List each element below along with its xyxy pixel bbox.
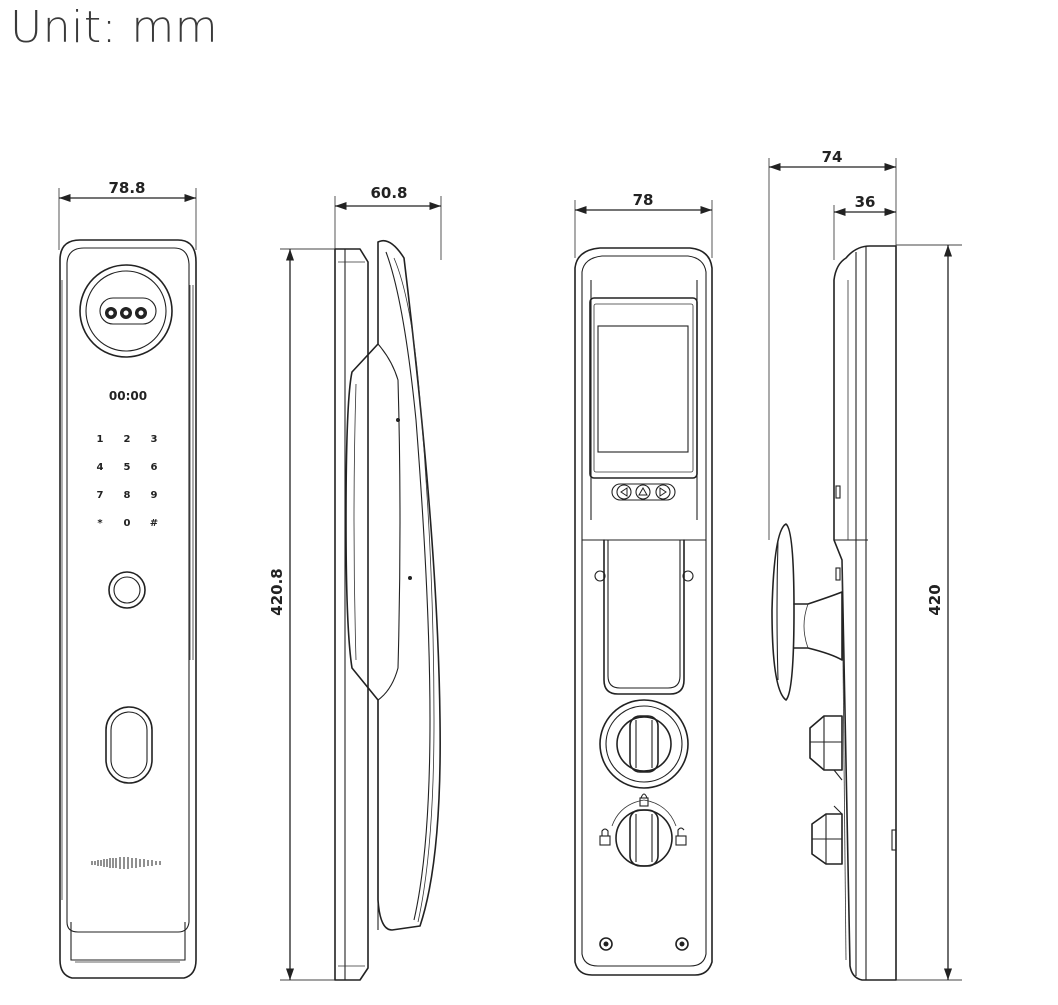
hex-nut-lower [811,813,843,865]
camera-lens-icon [79,264,173,358]
nav-buttons [611,483,676,501]
right-height-label: 420 [926,584,944,615]
keypad-key: 5 [124,462,131,473]
keypad-key: 4 [97,462,104,473]
side-depth-label: 60.8 [370,184,407,202]
time-display: 00:00 [109,389,147,403]
thumbturn-knob-icon [599,699,689,789]
padlock-closed-icon [599,828,611,846]
keypad-key: 0 [124,518,131,529]
keypad: 1 2 3 4 5 6 7 8 9 * 0 # [97,434,159,529]
right-arrow-button-icon [655,484,671,500]
unit-title: Unit: mm [10,2,219,53]
back-width-label: 78 [633,191,654,209]
keypad-key: 6 [151,462,158,473]
keypad-key: * [97,518,103,529]
total-depth-label: 74 [822,148,843,166]
front-width-label: 78.8 [108,179,145,197]
keypad-key: 9 [151,490,158,501]
keypad-key: 7 [97,490,104,501]
body-depth-label: 36 [855,193,876,211]
back-view: 78 [574,191,713,976]
hex-nut-upper [809,715,843,771]
brand-mark [91,857,161,869]
left-arrow-button-icon [616,484,632,500]
keypad-key: 3 [151,434,158,445]
lower-knob [599,793,687,867]
side-height-label: 420.8 [268,568,286,615]
keypad-key: 1 [97,434,104,445]
front-view: 78.8 00:00 1 2 3 4 5 6 7 8 9 [58,179,197,979]
keypad-key: # [150,518,158,529]
keypad-key: 8 [124,490,131,501]
home-button-icon [635,484,651,500]
padlock-open-icon [675,827,687,846]
display-screen-icon [589,297,698,479]
front-body-outline [59,239,197,979]
keyhole-icon [105,706,153,784]
keypad-key: 2 [124,434,131,445]
fingerprint-sensor-icon [108,571,146,609]
side-view-right: 74 36 420 [768,148,962,981]
side-view-left: 60.8 420.8 [268,184,442,981]
